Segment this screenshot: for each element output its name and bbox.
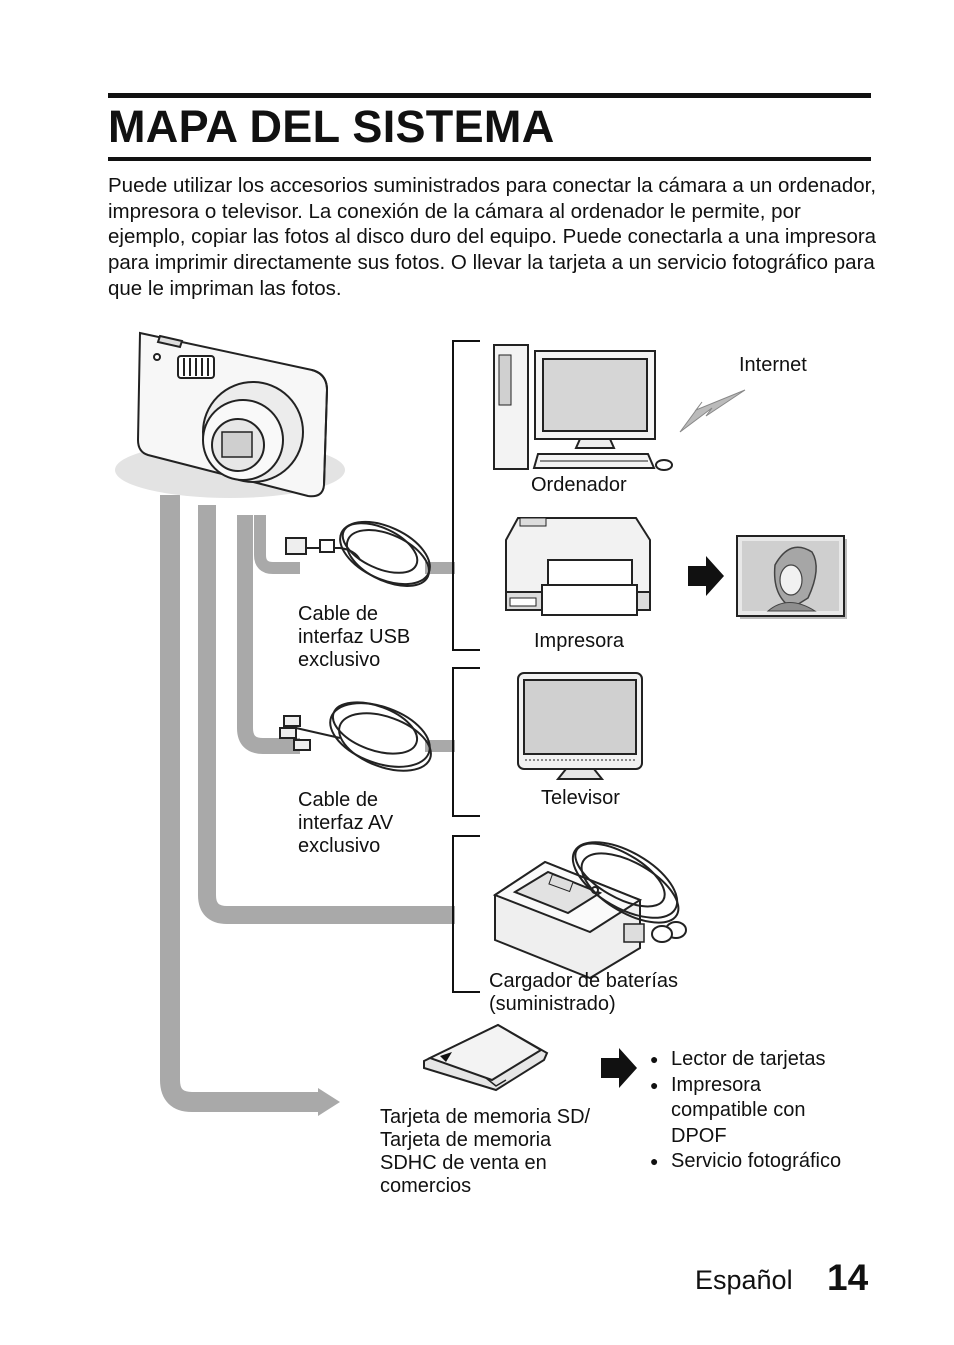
camera-icon <box>115 331 345 498</box>
photo-print-icon <box>736 535 847 619</box>
computer-label: Ordenador <box>531 474 627 496</box>
tv-icon <box>517 672 643 780</box>
tv-label: Televisor <box>541 787 620 809</box>
device-brackets <box>452 340 480 993</box>
footer-language: Español <box>695 1265 793 1295</box>
page-number: 14 <box>827 1257 869 1298</box>
av-cable-icon <box>279 701 432 772</box>
computer-icon <box>493 344 673 471</box>
lightning-icon <box>679 389 746 433</box>
title-rule-bottom <box>108 157 871 161</box>
printer-label: Impresora <box>534 630 625 652</box>
usb-cable-icon <box>285 520 431 587</box>
connection-lines <box>160 495 455 1112</box>
battery-charger-icon <box>492 841 687 980</box>
list-item: Lector de tarjetas <box>650 1047 841 1073</box>
list-item-text: Servicio fotográfico <box>671 1150 842 1172</box>
arrow-right-icon <box>688 556 724 596</box>
list-item: Impresora compatible con DPOF <box>650 1073 841 1150</box>
charger-label: Cargador de baterías (suministrado) <box>489 970 679 1015</box>
list-item-text: Impresora compatible con DPOF <box>671 1073 806 1147</box>
intro-paragraph: Puede utilizar los accesorios suministra… <box>108 174 877 300</box>
internet-label: Internet <box>739 354 807 376</box>
av-cable-label: Cable de interfaz AV exclusivo <box>298 789 394 857</box>
sd-card-icon <box>423 1023 549 1092</box>
title-rule-top <box>108 93 871 98</box>
arrow-head <box>318 1088 340 1116</box>
list-item: Servicio fotográfico <box>650 1149 841 1175</box>
usb-cable-label: Cable de interfaz USB exclusivo <box>298 603 411 671</box>
page-title: MAPA DEL SISTEMA <box>108 101 555 152</box>
list-item-text: Lector de tarjetas <box>671 1048 826 1070</box>
sd-card-label: Tarjeta de memoria SD/ Tarjeta de memori… <box>380 1106 591 1197</box>
printer-icon <box>505 517 651 616</box>
arrow-right-icon <box>601 1048 637 1088</box>
card-uses-list: Lector de tarjetas Impresora compatible … <box>650 1047 841 1175</box>
